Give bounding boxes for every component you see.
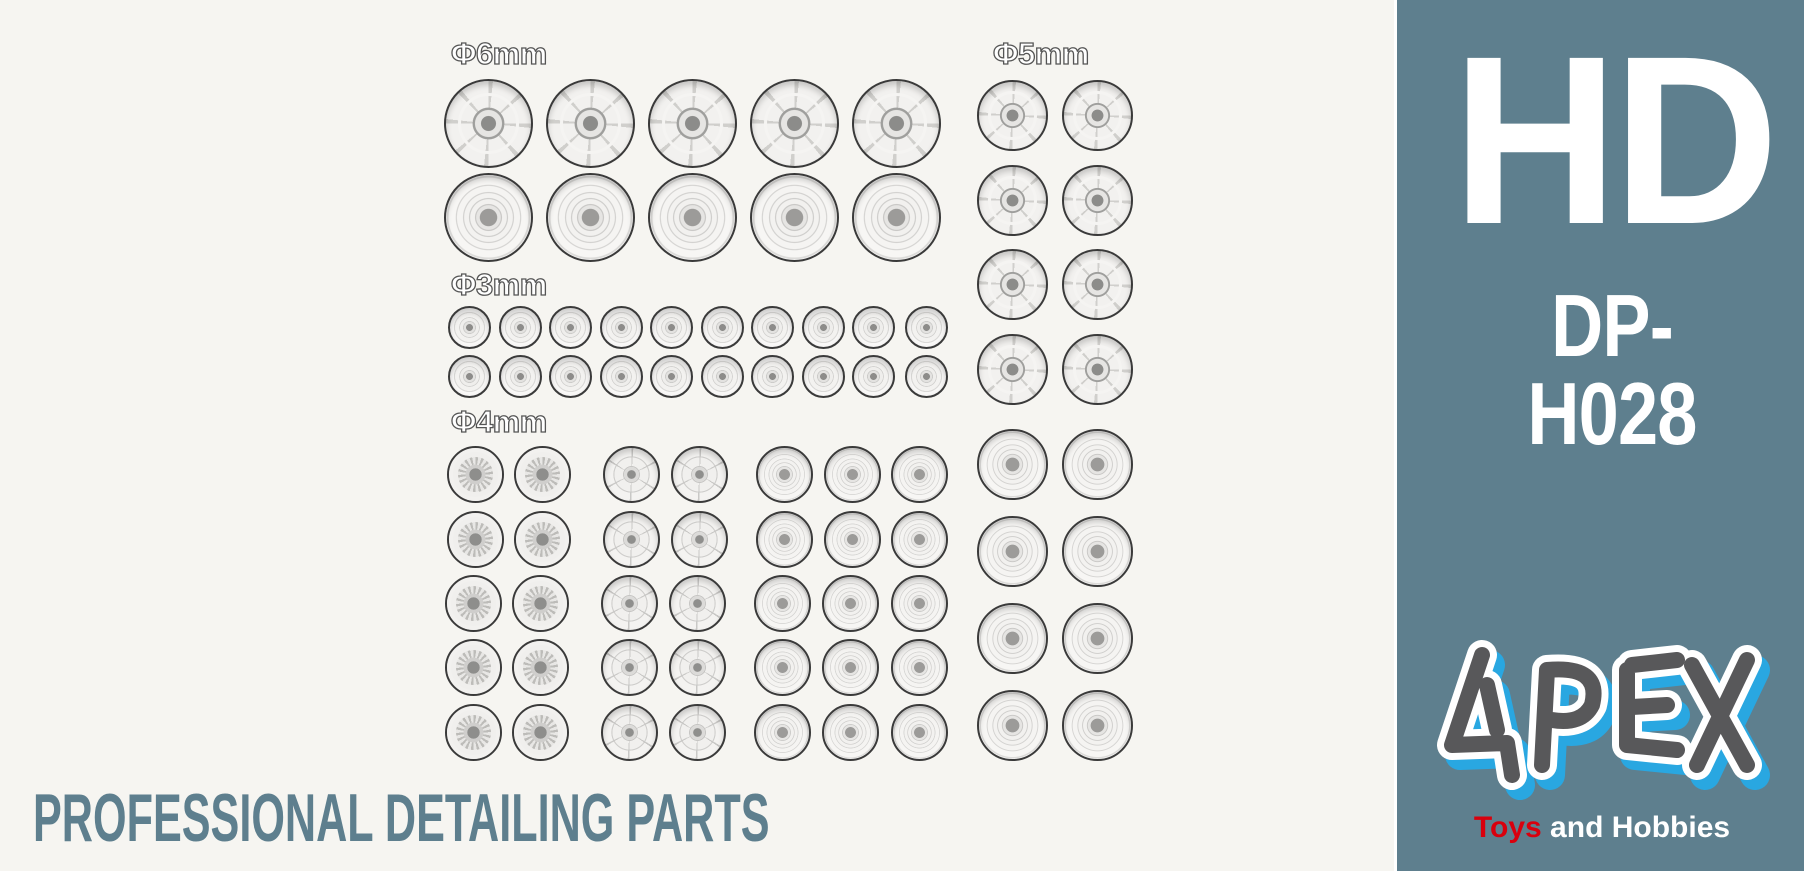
wheel-3mm xyxy=(852,355,895,398)
size-label-4mm: Φ4mm xyxy=(450,404,548,439)
wheel-4mm-gear xyxy=(512,639,569,696)
wheel-4mm-gear xyxy=(445,575,502,632)
wheel-5mm-spoke xyxy=(977,80,1048,151)
wheel-3mm xyxy=(549,306,592,349)
wheel-6mm-ring xyxy=(546,173,635,262)
wheel-4mm-cap xyxy=(671,446,728,503)
wheel-6mm-spoke xyxy=(546,79,635,168)
wheel-4mm-ring xyxy=(891,639,948,696)
wheel-4mm-ring xyxy=(824,511,881,568)
product-canvas: Φ6mm Φ5mm Φ3mm Φ4mm xyxy=(33,36,1133,856)
size-label-6mm: Φ6mm xyxy=(450,36,548,71)
tagline-rest: and Hobbies xyxy=(1541,811,1731,844)
wheel-4mm-ring xyxy=(891,511,948,568)
size-label-5mm: Φ5mm xyxy=(992,36,1090,71)
wheel-6mm-spoke xyxy=(750,79,839,168)
wheel-6mm-ring xyxy=(648,173,737,262)
brand-tagline: Toys and Hobbies xyxy=(1437,810,1767,846)
wheel-6mm-ring xyxy=(444,173,533,262)
wheel-4mm-gear xyxy=(445,639,502,696)
tagline-toys: Toys xyxy=(1473,811,1542,844)
wheel-5mm-spoke xyxy=(1062,334,1133,405)
wheel-4mm-ring xyxy=(754,704,811,761)
wheel-4mm-cap xyxy=(603,511,660,568)
wheel-3mm xyxy=(499,306,542,349)
wheel-5mm-ring xyxy=(977,429,1048,500)
wheel-4mm-gear xyxy=(447,511,504,568)
series-label: HD xyxy=(1452,6,1779,274)
wheel-4mm-ring xyxy=(891,704,948,761)
wheel-4mm-cap xyxy=(669,639,726,696)
wheel-3mm xyxy=(802,355,845,398)
wheel-6mm-spoke xyxy=(852,79,941,168)
wheel-3mm xyxy=(600,306,643,349)
wheel-3mm xyxy=(549,355,592,398)
wheel-4mm-cap xyxy=(671,511,728,568)
headline: PROFESSIONAL DETAILING PARTS xyxy=(33,780,770,856)
wheel-5mm-ring xyxy=(1062,429,1133,500)
wheel-4mm-gear xyxy=(445,704,502,761)
wheel-5mm-spoke xyxy=(977,334,1048,405)
size-label-3mm: Φ3mm xyxy=(450,267,548,302)
wheel-4mm-gear xyxy=(514,511,571,568)
wheel-4mm-cap xyxy=(603,446,660,503)
wheel-3mm xyxy=(448,306,491,349)
wheel-5mm-spoke xyxy=(1062,165,1133,236)
wheel-5mm-ring xyxy=(977,690,1048,761)
wheel-4mm-ring xyxy=(822,704,879,761)
wheel-5mm-spoke xyxy=(977,165,1048,236)
apex-logo-icon xyxy=(1437,640,1770,800)
wheel-5mm-ring xyxy=(977,603,1048,674)
wheel-6mm-spoke xyxy=(648,79,737,168)
wheel-4mm-cap xyxy=(669,575,726,632)
wheel-5mm-spoke xyxy=(1062,249,1133,320)
wheel-5mm-ring xyxy=(1062,516,1133,587)
wheel-3mm xyxy=(650,355,693,398)
wheel-3mm xyxy=(701,306,744,349)
wheel-6mm-ring xyxy=(750,173,839,262)
wheel-4mm-gear xyxy=(512,704,569,761)
wheel-4mm-ring xyxy=(756,511,813,568)
wheel-3mm xyxy=(751,306,794,349)
wheel-4mm-ring xyxy=(891,446,948,503)
wheel-3mm xyxy=(650,306,693,349)
wheel-6mm-ring xyxy=(852,173,941,262)
wheel-4mm-ring xyxy=(822,639,879,696)
wheel-5mm-ring xyxy=(1062,690,1133,761)
wheel-4mm-cap xyxy=(669,704,726,761)
wheel-4mm-ring xyxy=(891,575,948,632)
brand-panel: HD DP-H028 Toys and Hobbies xyxy=(1394,0,1804,871)
wheel-3mm xyxy=(499,355,542,398)
wheel-3mm xyxy=(905,306,948,349)
wheel-3mm xyxy=(852,306,895,349)
wheel-5mm-ring xyxy=(977,516,1048,587)
wheel-3mm xyxy=(448,355,491,398)
wheel-4mm-gear xyxy=(514,446,571,503)
wheel-3mm xyxy=(600,355,643,398)
product-code: DP-H028 xyxy=(1527,276,1697,463)
wheel-3mm xyxy=(751,355,794,398)
wheel-4mm-gear xyxy=(447,446,504,503)
wheel-3mm xyxy=(701,355,744,398)
wheel-4mm-cap xyxy=(601,639,658,696)
wheel-6mm-spoke xyxy=(444,79,533,168)
wheel-3mm xyxy=(905,355,948,398)
wheel-4mm-gear xyxy=(512,575,569,632)
wheel-3mm xyxy=(802,306,845,349)
wheel-5mm-ring xyxy=(1062,603,1133,674)
wheel-5mm-spoke xyxy=(1062,80,1133,151)
wheel-4mm-ring xyxy=(754,575,811,632)
wheel-4mm-ring xyxy=(824,446,881,503)
wheel-4mm-ring xyxy=(822,575,879,632)
wheel-4mm-cap xyxy=(601,575,658,632)
wheel-4mm-ring xyxy=(754,639,811,696)
wheel-4mm-ring xyxy=(756,446,813,503)
wheel-5mm-spoke xyxy=(977,249,1048,320)
wheel-4mm-cap xyxy=(601,704,658,761)
